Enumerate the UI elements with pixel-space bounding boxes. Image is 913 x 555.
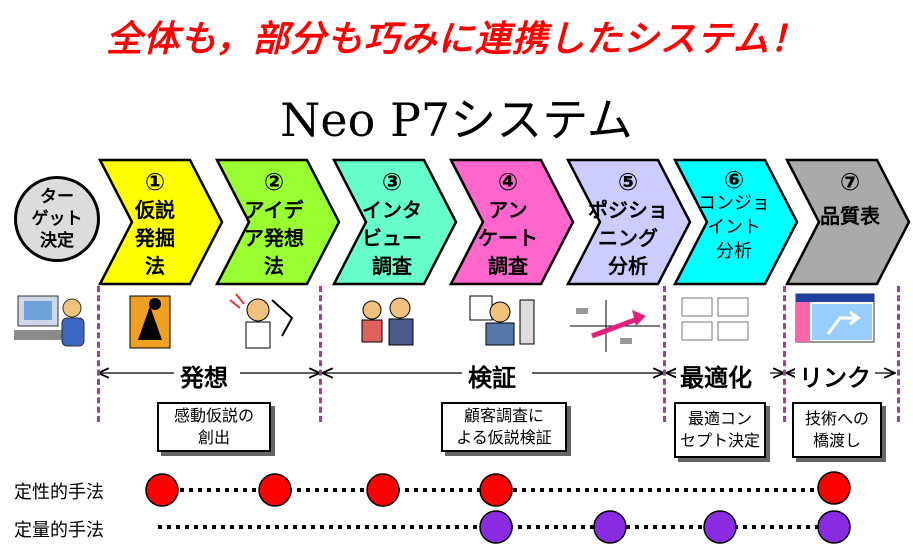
survey-clipart <box>469 295 535 346</box>
positioning-map-clipart <box>570 300 660 352</box>
chevron-step-5 <box>565 158 692 286</box>
box-optimal-concept: 最適コン セプト決定 <box>674 402 766 458</box>
qual-dot-3 <box>366 473 400 507</box>
quant-dot-2 <box>593 510 627 544</box>
title-latin: Neo P7 <box>280 93 451 147</box>
quant-dot-1 <box>479 510 513 544</box>
divider-1 <box>97 286 100 422</box>
step-1-label: ① 仮説 発掘 法 <box>135 168 175 278</box>
qual-dot-2 <box>258 473 292 507</box>
target-decision-node: ター ゲット 決定 <box>14 176 100 262</box>
step-3-label: ③ インタ ビュー 調査 <box>362 168 422 278</box>
divider-2 <box>319 286 322 422</box>
quality-table-clipart <box>795 293 875 343</box>
divider-4 <box>783 286 786 422</box>
step-2-label: ② アイデ ア発想 法 <box>244 168 304 278</box>
phase-optimization: 最適化 <box>676 358 756 393</box>
quant-dot-4 <box>817 510 851 544</box>
phase-link: リンク <box>795 358 875 393</box>
divider-5 <box>897 286 900 422</box>
chevron-step-3 <box>331 158 458 286</box>
step-7-label: ⑦ 品質表 <box>820 168 880 228</box>
idea-figure-clipart <box>129 295 171 349</box>
box-emotional-hypothesis: 感動仮説の 創出 <box>157 402 271 452</box>
row-label-quantitative: 定量的手法 <box>14 520 104 541</box>
phase-ideation: 発想 <box>174 358 234 393</box>
target-decision-label: ター ゲット 決定 <box>31 187 83 251</box>
computer-user-clipart <box>14 295 85 347</box>
system-title: Neo P7システム <box>0 84 913 150</box>
chevron-step-7 <box>784 158 911 286</box>
qual-dot-5 <box>817 471 851 505</box>
qual-dot-4 <box>479 473 513 507</box>
headline: 全体も，部分も巧みに連携したシステム！ <box>106 19 807 60</box>
box-tech-bridge: 技術への 橋渡し <box>792 402 882 458</box>
divider-3 <box>663 286 666 422</box>
chevron-step-2 <box>214 158 341 286</box>
row-label-qualitative: 定性的手法 <box>14 482 104 503</box>
step-4-label: ④ アン ケート 調査 <box>478 168 538 278</box>
interview-clipart <box>361 297 414 346</box>
conjoint-cards-clipart <box>681 297 749 341</box>
chevron-step-1 <box>97 158 224 286</box>
chevron-step-4 <box>448 158 575 286</box>
quant-dot-3 <box>703 510 737 544</box>
chevron-step-6 <box>672 158 799 286</box>
step-5-label: ⑤ ポジショ ニング 分析 <box>588 168 668 278</box>
step-6-label: ⑥ コンジョ イント 分析 <box>698 166 770 262</box>
box-hypothesis-verification: 顧客調査に よる仮説検証 <box>441 402 567 452</box>
qual-dot-1 <box>145 473 179 507</box>
phase-verification: 検証 <box>462 358 522 393</box>
title-japanese: システム <box>450 93 633 147</box>
thinking-man-clipart <box>229 293 294 349</box>
